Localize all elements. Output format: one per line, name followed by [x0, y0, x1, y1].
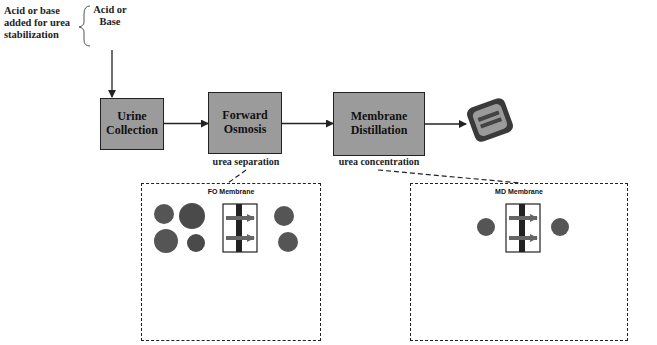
- leader-line: [228, 170, 246, 183]
- product-icon: [465, 96, 515, 144]
- box-label: Forward Osmosis: [212, 109, 278, 137]
- panel-title: FO Membrane: [142, 188, 320, 195]
- input-label: Acid or Base: [92, 4, 128, 28]
- detail-panel: FO Membrane: [141, 183, 321, 341]
- output-arrow: [422, 123, 466, 124]
- step-caption: urea concentration: [330, 156, 428, 168]
- fo-membrane-figure: [154, 203, 298, 253]
- flow-arrow: [164, 123, 208, 124]
- note-text: Acid or base added for urea stabilizatio…: [4, 5, 78, 41]
- leader-line: [378, 170, 520, 183]
- detail-panel: MD Membrane: [410, 183, 628, 341]
- flow-arrow: [282, 123, 333, 124]
- panel-title: MD Membrane: [411, 188, 627, 195]
- box-label: Membrane Distillation: [337, 110, 421, 138]
- process-box: Urine Collection: [100, 98, 164, 150]
- process-box: Forward Osmosis: [208, 92, 282, 154]
- step-caption: urea separation: [200, 156, 292, 168]
- process-box: Membrane Distillation: [333, 92, 425, 156]
- box-label: Urine Collection: [104, 110, 160, 138]
- feed-arrow: [111, 50, 112, 97]
- bracket: [79, 6, 90, 46]
- md-membrane-figure: [477, 204, 569, 252]
